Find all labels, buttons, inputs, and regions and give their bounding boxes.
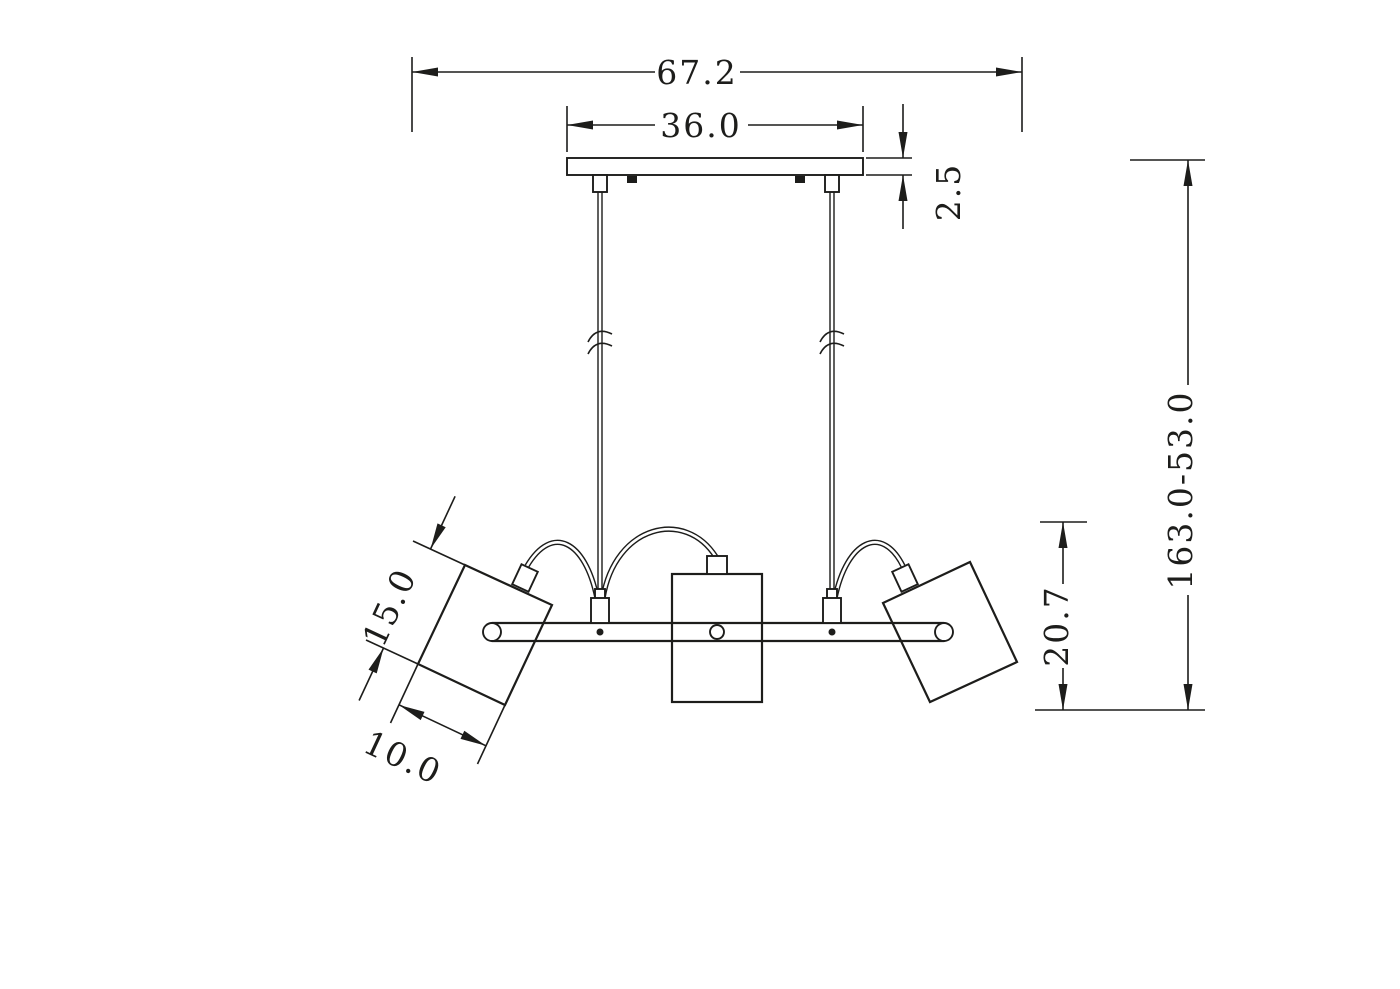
dim-height-arrow-up	[1183, 160, 1193, 186]
dim-canopy-arrow-right	[837, 120, 863, 130]
right-cable-gland	[824, 174, 840, 193]
dim-head-arrow-up	[1058, 522, 1068, 548]
dim-shade-length-label: 15.0	[355, 562, 425, 652]
dim-overall-width-label: 67.2	[656, 53, 737, 92]
dim-canopy-arrow-left	[567, 120, 593, 130]
right-wire-break-mark	[819, 330, 845, 343]
head-feed-cables	[524, 526, 906, 599]
dim-shade-diameter: 10.0	[358, 663, 506, 793]
dim-diameter-arrow-right	[460, 730, 486, 746]
dim-head-height: 20.7	[1037, 521, 1087, 710]
canopy-plate	[566, 157, 864, 176]
dim-shade-diameter-label: 10.0	[358, 723, 448, 793]
ceiling-canopy	[566, 157, 864, 193]
lamp-shades	[416, 555, 1019, 707]
right-shade-joint	[890, 562, 920, 594]
dim-height-range: 163.0-53.0	[1035, 159, 1205, 711]
left-wire-break-mark-2	[587, 342, 613, 355]
bar-fittings	[590, 588, 842, 640]
dim-height-range-label: 163.0-53.0	[1161, 390, 1200, 589]
left-cable-gland	[592, 174, 608, 193]
left-bar-pivot-dot	[596, 628, 604, 636]
left-fitting	[590, 597, 610, 624]
dim-overall-arrow-right	[996, 67, 1022, 77]
dim-length-arrow-top	[430, 523, 446, 549]
dim-head-arrow-down	[1058, 684, 1068, 710]
right-head-cable-core	[833, 541, 905, 599]
dim-canopy-thickness: 2.5	[866, 104, 968, 229]
dim-head-height-label: 20.7	[1037, 585, 1076, 666]
right-wire-break-mark-2	[819, 342, 845, 355]
left-canopy-screw	[627, 176, 637, 183]
dim-canopy-thickness-label: 2.5	[929, 163, 968, 221]
dim-diameter-arrow-left	[399, 705, 425, 721]
lamp-bar	[482, 621, 954, 643]
center-bar-pivot	[709, 624, 725, 640]
center-shade-joint	[706, 555, 728, 575]
right-canopy-screw	[795, 176, 805, 183]
dim-diameter-ext-left	[389, 663, 419, 724]
dim-thickness-arrow-up	[898, 175, 908, 201]
dim-length-ext-bottom	[365, 639, 419, 665]
dim-height-arrow-down	[1183, 684, 1193, 710]
suspension-wires	[587, 191, 845, 602]
left-wire-break-mark	[587, 330, 613, 343]
dim-overall-width: 67.2	[411, 53, 1023, 132]
left-head-cable-core	[525, 541, 599, 599]
right-shade	[881, 560, 1019, 704]
dim-length-arrow-bottom	[368, 647, 384, 674]
dim-thickness-arrow-down	[898, 132, 908, 158]
dim-canopy-width-label: 36.0	[660, 106, 741, 145]
center-head-cable-core	[601, 527, 718, 599]
bar-left-end-cap	[482, 622, 502, 642]
dim-diameter-ext-right	[476, 704, 506, 765]
left-shade-joint	[510, 562, 540, 594]
dim-overall-arrow-left	[412, 67, 438, 77]
dim-canopy-width: 36.0	[566, 106, 864, 152]
right-bar-pivot-dot	[828, 628, 836, 636]
bar-right-end-cap	[934, 622, 954, 642]
dim-length-ext-top	[412, 540, 466, 566]
right-fitting	[822, 597, 842, 624]
